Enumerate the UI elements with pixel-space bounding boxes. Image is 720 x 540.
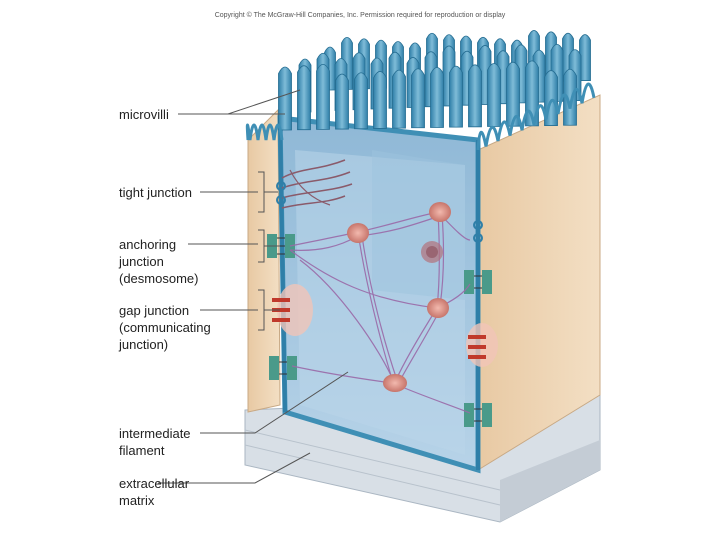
gap-junction-shapes — [272, 284, 498, 367]
label-intermediate-filament: intermediate filament — [119, 425, 191, 459]
label-anchoring-junction: anchoring junction (desmosome) — [119, 236, 198, 287]
label-anchoring-line-3: (desmosome) — [119, 271, 199, 286]
leader-lines — [158, 89, 349, 484]
label-microvilli: microvilli — [119, 107, 169, 122]
label-ecm-line-2: matrix — [119, 493, 155, 508]
label-gap-line-2: (communicating — [119, 320, 211, 335]
copyright-notice: Copyright © The McGraw-Hill Companies, I… — [214, 12, 506, 19]
label-anchoring-line-1: anchoring — [119, 237, 177, 252]
label-intermediate-line-1: intermediate — [119, 426, 191, 441]
tight-junction-shape — [276, 159, 483, 243]
microvilli-shape — [245, 30, 596, 151]
central-epithelial-cell — [277, 115, 481, 474]
left-lateral-membrane — [278, 117, 287, 413]
filament-plaques — [347, 202, 451, 392]
label-intermediate-line-2: filament — [119, 443, 165, 458]
label-anchoring-line-2: junction — [119, 254, 164, 269]
label-gap-line-3: junction) — [119, 337, 169, 352]
label-gap-junction: gap junction (communicating junction) — [119, 302, 211, 353]
label-tight-junction: tight junction — [119, 185, 192, 200]
label-gap-line-1: gap junction — [119, 303, 190, 318]
label-ecm-line-1: extracellular — [119, 476, 190, 491]
label-extracellular-matrix: extracellular matrix — [119, 475, 189, 509]
